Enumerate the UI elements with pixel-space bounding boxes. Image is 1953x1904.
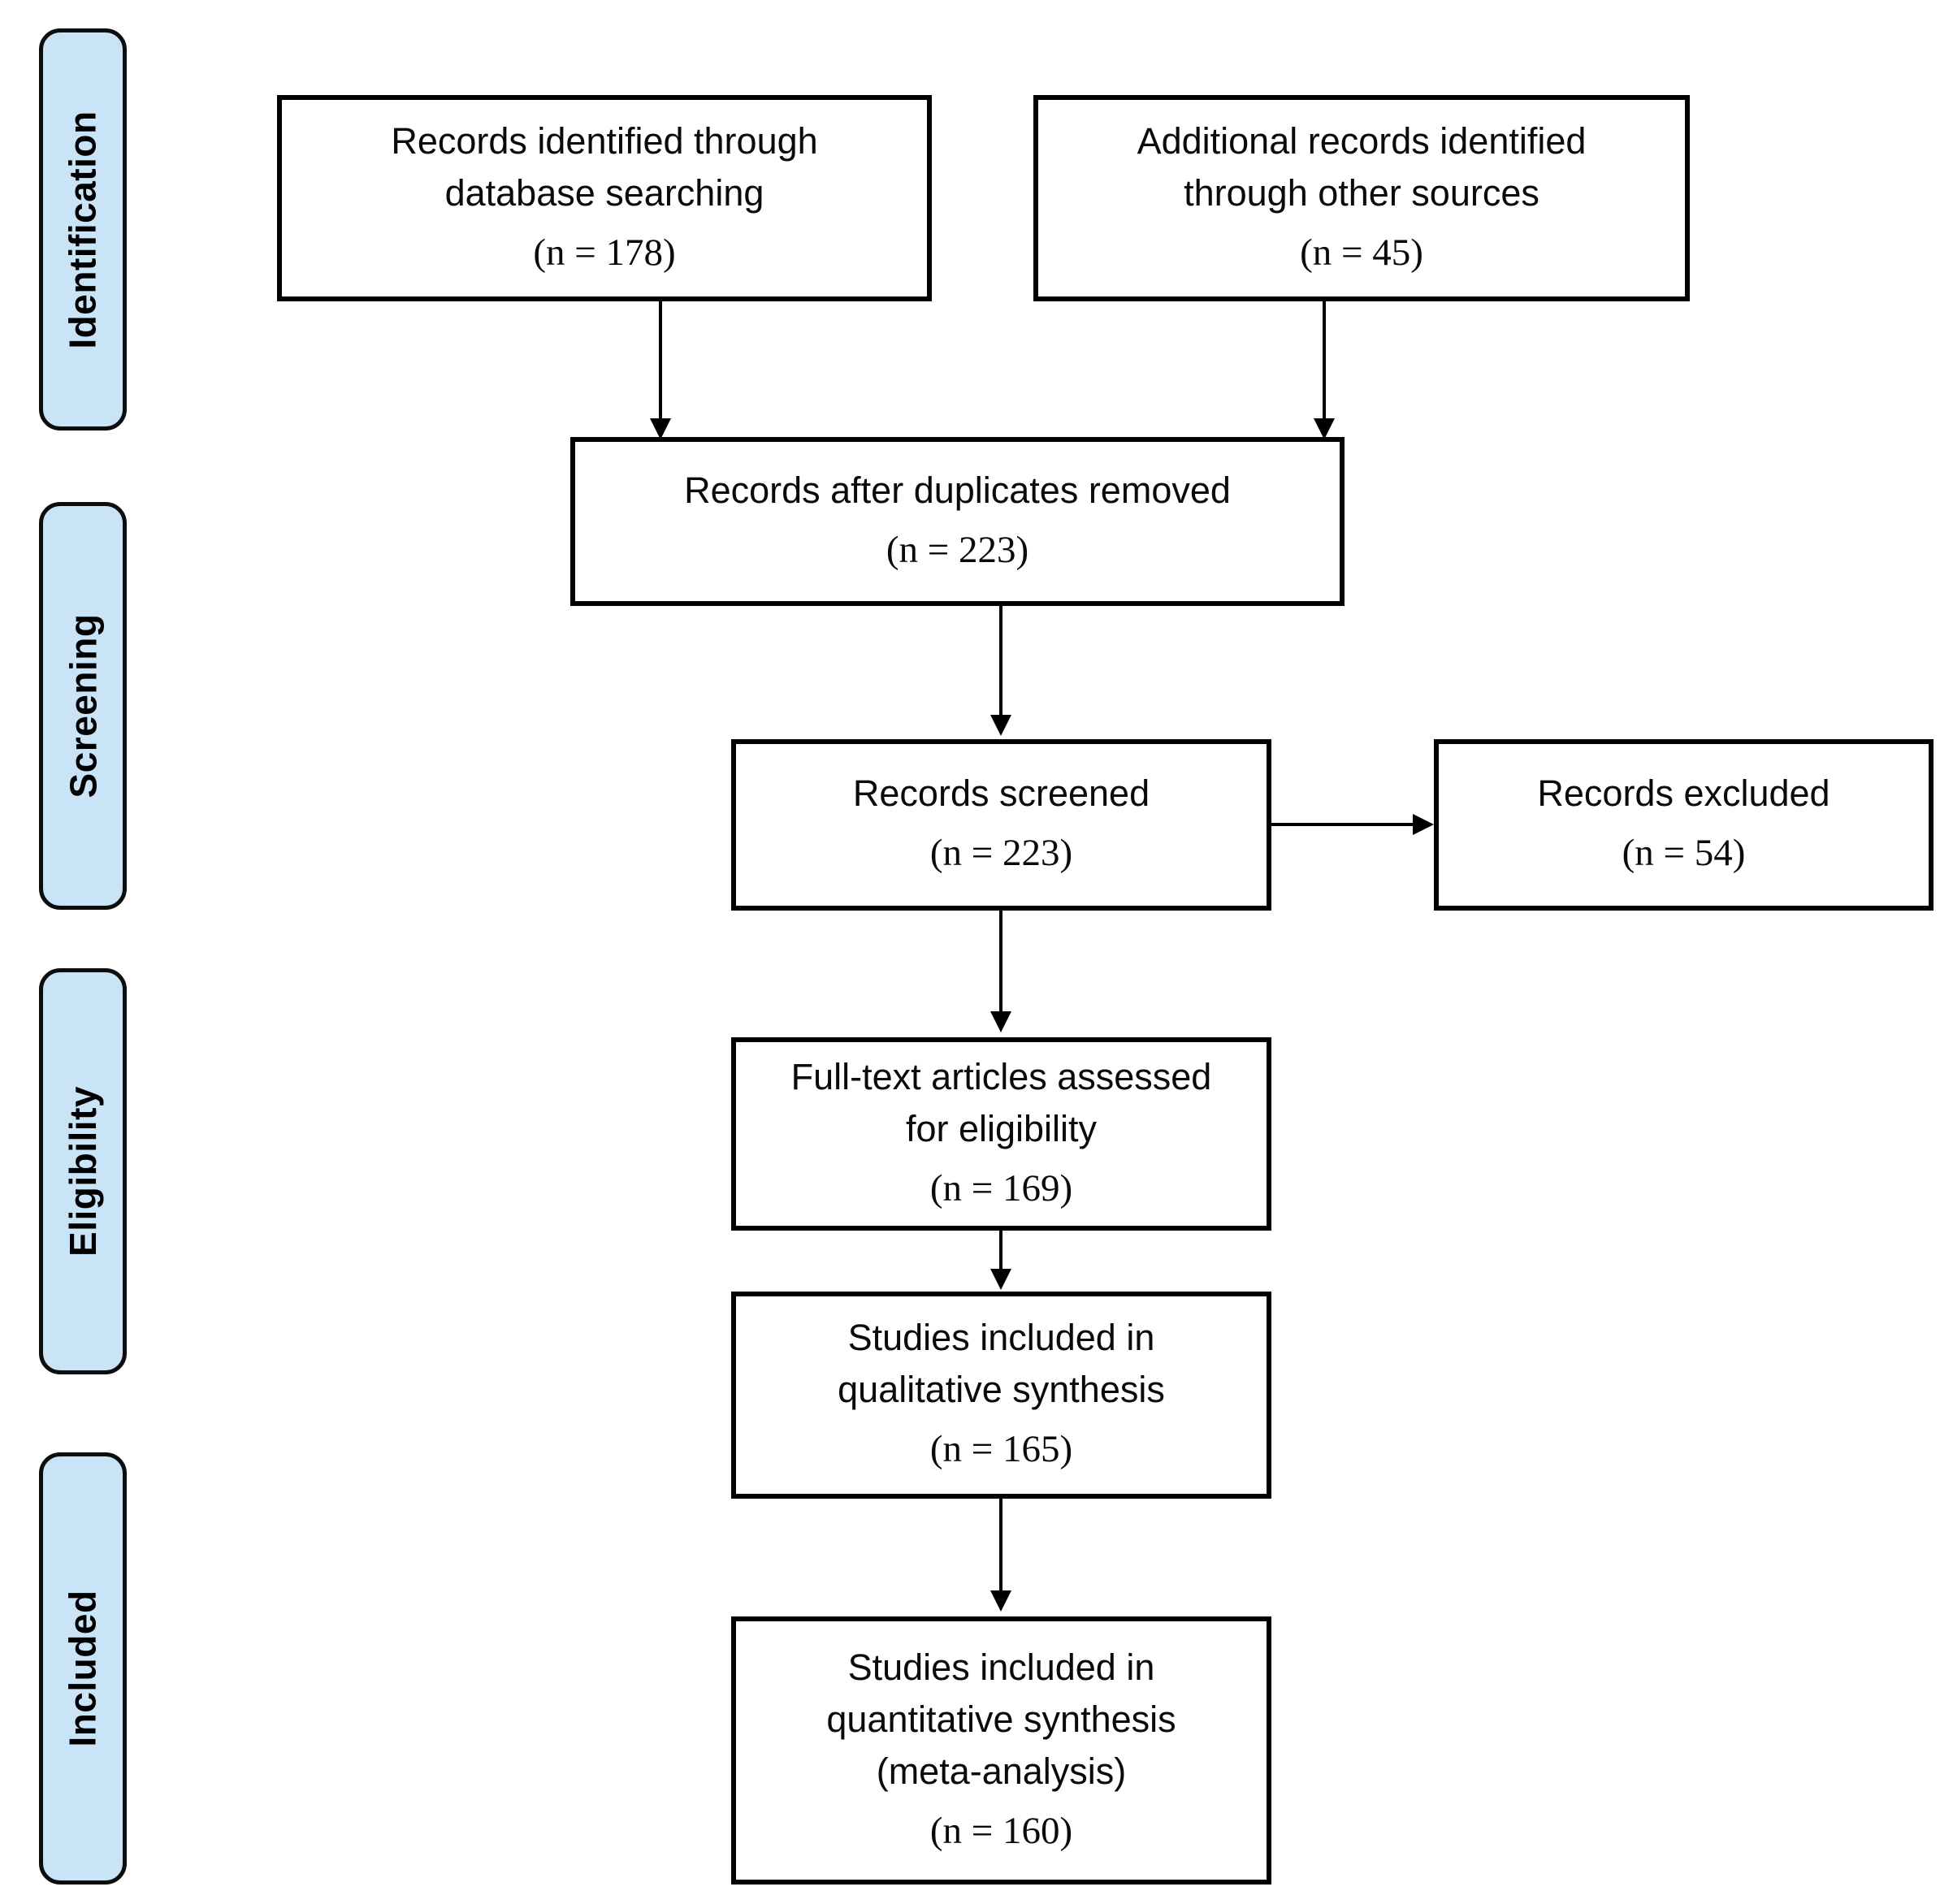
box-line-1: Records screened bbox=[852, 772, 1150, 815]
arrowhead-screened-to-fulltext bbox=[990, 1011, 1011, 1032]
connector-qualitative-to-quantitative bbox=[999, 1499, 1002, 1596]
box-line-2: qualitative synthesis bbox=[838, 1369, 1165, 1411]
box-count: (n = 178) bbox=[533, 231, 676, 274]
stage-tab-eligibility: Eligibility bbox=[39, 968, 127, 1374]
box-line-1: Records excluded bbox=[1537, 772, 1830, 815]
box-line-1: Records identified through bbox=[391, 119, 818, 162]
box-line-1: Additional records identified bbox=[1137, 119, 1587, 162]
arrowhead-screened-to-excluded bbox=[1413, 814, 1434, 835]
connector-database-to-duplicates bbox=[659, 301, 662, 425]
box-line-1: Full-text articles assessed bbox=[790, 1055, 1212, 1097]
arrowhead-duplicates-to-screened bbox=[990, 715, 1011, 736]
stage-label-eligibility: Eligibility bbox=[62, 1086, 104, 1257]
box-line-1: Studies included in bbox=[847, 1646, 1155, 1688]
box-studies-quantitative-synthesis: Studies included in quantitative synthes… bbox=[731, 1616, 1271, 1885]
box-additional-records-other-sources: Additional records identified through ot… bbox=[1033, 95, 1690, 301]
box-records-identified-database: Records identified through database sear… bbox=[277, 95, 932, 301]
arrowhead-other-to-duplicates bbox=[1314, 418, 1335, 439]
stage-label-screening: Screening bbox=[62, 613, 105, 798]
stage-tab-included: Included bbox=[39, 1452, 127, 1885]
box-fulltext-articles-assessed: Full-text articles assessed for eligibil… bbox=[731, 1037, 1271, 1231]
box-count: (n = 45) bbox=[1300, 231, 1423, 274]
stage-label-included: Included bbox=[62, 1590, 104, 1747]
box-studies-qualitative-synthesis: Studies included in qualitative synthesi… bbox=[731, 1292, 1271, 1499]
box-count: (n = 160) bbox=[929, 1809, 1073, 1852]
box-count: (n = 54) bbox=[1622, 832, 1746, 875]
box-records-excluded: Records excluded (n = 54) bbox=[1434, 739, 1934, 911]
connector-screened-to-fulltext bbox=[999, 911, 1002, 1016]
box-count: (n = 169) bbox=[929, 1166, 1073, 1209]
box-records-after-duplicates-removed: Records after duplicates removed (n = 22… bbox=[570, 437, 1345, 606]
box-line-1: Records after duplicates removed bbox=[684, 469, 1231, 511]
stage-tab-identification: Identification bbox=[39, 28, 127, 431]
stage-label-identification: Identification bbox=[62, 110, 105, 349]
connector-duplicates-to-screened bbox=[999, 606, 1002, 721]
box-line-2: for eligibility bbox=[905, 1107, 1098, 1149]
arrowhead-fulltext-to-qualitative bbox=[990, 1269, 1011, 1290]
box-count: (n = 165) bbox=[929, 1428, 1073, 1471]
box-line-2: database searching bbox=[444, 171, 764, 214]
box-count: (n = 223) bbox=[929, 832, 1073, 875]
box-line-2: quantitative synthesis bbox=[826, 1698, 1176, 1740]
arrowhead-database-to-duplicates bbox=[650, 418, 671, 439]
arrowhead-qualitative-to-quantitative bbox=[990, 1590, 1011, 1612]
box-line-3: (meta-analysis) bbox=[876, 1750, 1127, 1792]
box-line-2: through other sources bbox=[1184, 171, 1539, 214]
box-count: (n = 223) bbox=[886, 528, 1029, 571]
connector-other-to-duplicates bbox=[1323, 301, 1326, 425]
box-records-screened: Records screened (n = 223) bbox=[731, 739, 1271, 911]
connector-screened-to-excluded bbox=[1271, 823, 1414, 826]
connector-fulltext-to-qualitative bbox=[999, 1231, 1002, 1275]
box-line-1: Studies included in bbox=[847, 1317, 1155, 1359]
stage-tab-screening: Screening bbox=[39, 502, 127, 910]
